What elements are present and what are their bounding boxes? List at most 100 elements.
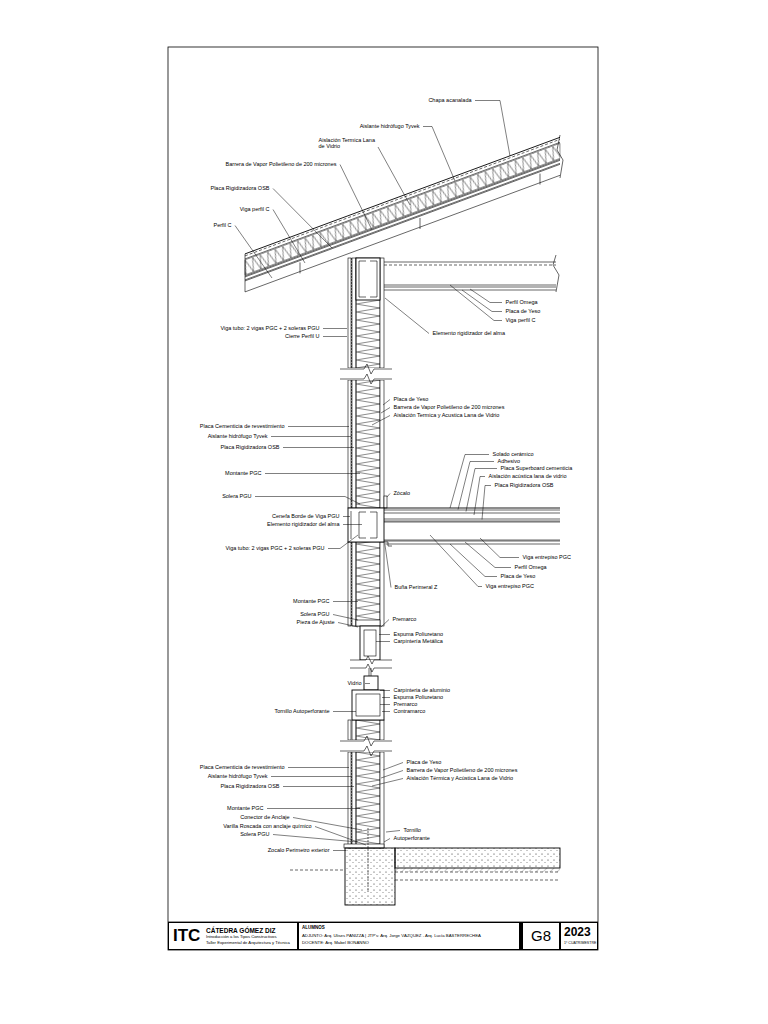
title-text: ADJUNTO: Arq. Ulises PANIZZA | JTP's: Ar… (302, 934, 481, 939)
top-beam (384, 287, 556, 288)
title-text: CÁTEDRA GÓMEZ DIZ (206, 927, 275, 934)
title-text: ITC (173, 927, 200, 946)
year-cell: 20231º CUATRIMESTRE (560, 922, 598, 950)
roof-section (245, 164, 560, 281)
roof-section (245, 159, 560, 276)
top-beam (553, 255, 559, 292)
foundation (345, 848, 395, 905)
callout-label: Buña Perimeral Z (394, 584, 438, 590)
callout-label: Aislante hidrófugo Tyvek (207, 773, 268, 779)
wall-breaks (340, 368, 392, 380)
title-text: DOCENTE: Arq. Mabel BONANNO (302, 941, 369, 946)
callout-label: Vidrio (347, 680, 362, 686)
wall-breaks (340, 746, 392, 756)
callout-label: Barrera de Vapor Polietileno de 200 micr… (393, 404, 505, 410)
wall-layers (352, 542, 356, 626)
callout-label: Varilla Roscada con anclaje químico (223, 823, 312, 829)
wall-layers (356, 752, 380, 848)
window-section (350, 656, 392, 664)
top-beam (384, 265, 556, 266)
top-beam (384, 290, 556, 291)
callout-label: Barrera de Vapor Polietileno de 200 micr… (406, 767, 518, 773)
top-beam (384, 262, 556, 263)
top-beam (359, 261, 377, 297)
floor-slab (348, 508, 384, 542)
floor-slab (384, 521, 560, 522)
callout-label: Placa Superboard cementicia (500, 465, 573, 471)
foundation (395, 880, 560, 881)
callout-label: Autoperforante (393, 835, 430, 841)
wall-layers (380, 542, 384, 626)
credits-cell: ALUMNOSADJUNTO: Arq. Ulises PANIZZA | JT… (298, 922, 520, 950)
callout-label: Solera PGU (240, 831, 270, 837)
callout-label: Elemento rigidizador del alma (267, 521, 340, 527)
leader-lines (235, 101, 519, 851)
window-section (356, 694, 380, 716)
floor-slab (384, 540, 560, 541)
title-text: 1º CUATRIMESTRE (564, 942, 596, 946)
wall-layers (348, 380, 351, 508)
callout-label: Perfil C (213, 222, 232, 228)
group-cell: G8 (520, 922, 560, 950)
callout-label: Placa Cementicia de revestimiento (199, 764, 285, 770)
wall-layers (352, 752, 356, 848)
title-text: Taller Experimental de Arquitectura y Té… (206, 941, 290, 946)
foundation (344, 844, 384, 848)
roof-section (245, 139, 560, 256)
callout-label: Placa de Yeso (393, 396, 429, 402)
top-beam (356, 258, 380, 300)
wall-layers (348, 258, 351, 368)
callout-label: Viga tubo: 2 vigas PGC + 2 soleras PGU (225, 545, 325, 551)
callout-label: Contramarco (393, 708, 426, 714)
callout-label: Viga tubo: 2 vigas PGC + 2 soleras PGU (220, 325, 320, 331)
floor-slab (384, 496, 387, 508)
window-section (364, 630, 376, 656)
callout-label: Solado cerámico (492, 451, 534, 457)
wall-layers (380, 720, 384, 740)
window-section (352, 690, 384, 720)
foundation (395, 848, 560, 868)
callout-label: Aislante hidrófugo Tyvek (359, 123, 420, 129)
wall-breaks (340, 740, 392, 752)
wall-layers (356, 720, 380, 740)
callout-label: Espuma Poliuretano (393, 631, 444, 637)
callout-label: Perfil Omega (514, 564, 547, 570)
wall-layers (356, 380, 380, 508)
roof-section (245, 254, 246, 292)
callout-label: Conector de Anclaje (240, 814, 290, 820)
callout-label: Zócalo (393, 490, 411, 496)
callout-label: Premarco (392, 616, 417, 622)
window-section (340, 620, 392, 720)
sheet-frame (168, 47, 598, 950)
callout-label: Carpinteria de aluminio (393, 687, 451, 693)
callout-label: Placa Rigidizadora OSB (220, 444, 280, 450)
floor-slab (384, 508, 560, 509)
roof-section (245, 135, 563, 292)
callout-label: Placa Rigidizadora OSB (494, 482, 554, 488)
window-section (371, 668, 372, 676)
top-beam (356, 255, 559, 300)
window-section (360, 626, 380, 660)
floor-slab (348, 496, 560, 546)
window-section (356, 620, 380, 626)
callout-label: Carpintería Metálica (393, 638, 443, 644)
title-text: Introducción a los Tipos Constructivos (206, 935, 277, 940)
wall-layers (356, 542, 380, 626)
top-beam (384, 285, 556, 286)
floor-slab (351, 511, 377, 539)
wall-layers (352, 720, 356, 740)
wall-breaks (340, 364, 392, 756)
callout-label: Placa de Yeso (500, 573, 536, 579)
callout-label: Aislación Termica y Acustica Lana de Vid… (393, 412, 500, 418)
wall-layers (348, 258, 384, 848)
callout-label: Placa Rigidizadora OSB (210, 185, 270, 191)
callout-label: Cierre Perfil U (284, 333, 320, 339)
callout-label: Cenefa Borde de Viga PGU (272, 513, 340, 519)
callout-label: Barrera de Vapor Polietileno de 200 micr… (225, 161, 337, 167)
title-text: G8 (531, 928, 551, 945)
wall-layers (348, 720, 351, 740)
callout-label: Solera PGU (222, 493, 252, 499)
roof-section (300, 174, 540, 274)
callout-label: Placa de Yeso (406, 759, 442, 765)
